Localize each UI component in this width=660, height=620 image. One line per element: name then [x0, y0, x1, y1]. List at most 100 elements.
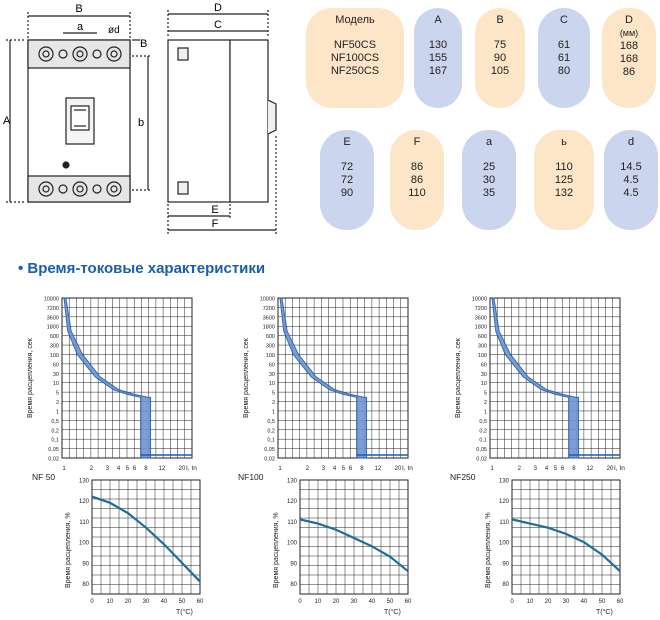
- tc-x-tick-label: 6: [561, 466, 565, 472]
- tc-y-axis-label: Время расцепления, сек: [455, 337, 462, 418]
- tc-y-tick-label: 7200: [475, 306, 487, 312]
- label-b: b: [138, 117, 144, 129]
- tc-y-tick-label: 10000: [472, 297, 487, 303]
- dimension-drawing: B a ød B A b D C E F: [3, 2, 277, 234]
- tc-x-tick-label: 6: [133, 466, 137, 472]
- tc-x-tick-label: 6: [349, 466, 353, 472]
- tc-y-tick-label: 10000: [260, 297, 275, 303]
- tc-trip-band: [279, 297, 368, 459]
- temp-x-tick-label: 40: [161, 599, 168, 605]
- tc-x-tick-label: 2: [90, 466, 94, 472]
- dim-value: 90: [340, 187, 354, 199]
- dim-value: 110: [408, 187, 426, 199]
- temp-x-axis-label: T(°C): [384, 608, 401, 616]
- dim-value: 35: [482, 187, 496, 199]
- label-D: D: [214, 2, 222, 14]
- tc-y-tick-label: 1800: [475, 325, 487, 331]
- tc-y-tick-label: 5: [56, 391, 59, 397]
- tc-y-tick-label: 10000: [44, 297, 59, 303]
- tc-y-tick-label: 0,05: [48, 447, 59, 453]
- tc-y-tick-label: 7200: [47, 306, 59, 312]
- tc-x-axis-label: I, In: [186, 465, 197, 472]
- temp-x-tick-label: 60: [405, 599, 412, 605]
- section-title: • Время-токовые характеристики: [18, 260, 266, 277]
- side-view: [167, 10, 277, 234]
- tc-y-tick-label: 30: [53, 372, 59, 378]
- dim-value: 4.5: [623, 174, 639, 186]
- tc-y-tick-label: 30: [481, 372, 487, 378]
- temp-y-axis-label: Время расцепления, %: [485, 512, 492, 588]
- tc-y-tick-label: 2: [272, 400, 275, 406]
- label-F: F: [212, 218, 219, 230]
- dim-value: 125: [554, 174, 574, 186]
- tc-y-tick-label: 300: [50, 344, 59, 350]
- tc-x-tick-label: 8: [572, 466, 576, 472]
- temp-y-tick-label: 110: [499, 520, 509, 526]
- tc-y-tick-label: 0,1: [479, 438, 487, 444]
- temp-x-tick-label: 60: [197, 599, 204, 605]
- temp-chart-model-label: NF100: [238, 472, 264, 482]
- tc-y-tick-label: 0,05: [264, 447, 275, 453]
- dim-value: NF50CS: [333, 39, 377, 51]
- temp-chart-model-label: NF 50: [32, 472, 55, 482]
- dim-value: 155: [428, 52, 448, 64]
- temp-x-tick-label: 10: [315, 599, 322, 605]
- tc-x-tick-label: 4: [545, 466, 549, 472]
- dim-value: 168: [619, 40, 639, 52]
- tc-x-tick-label: 8: [360, 466, 364, 472]
- tc-y-tick-label: 0,5: [267, 419, 275, 425]
- temp-derating-line: [299, 518, 409, 573]
- temp-y-tick-label: 100: [79, 541, 90, 547]
- label-d: ød: [108, 25, 120, 36]
- temp-y-axis-label: Время расцепления, %: [65, 512, 72, 588]
- tc-x-tick-label: 12: [587, 466, 594, 472]
- temp-y-tick-label: 80: [502, 582, 509, 588]
- tc-x-tick-label: 3: [322, 466, 326, 472]
- dim-value: 167: [428, 65, 448, 77]
- tc-x-tick-label: 1: [490, 466, 494, 472]
- temp-x-tick-label: 30: [143, 599, 150, 605]
- label-A: A: [3, 115, 11, 127]
- temp-y-tick-label: 110: [287, 520, 297, 526]
- dim-value: 14.5: [620, 161, 642, 173]
- tc-x-tick-label: 5: [126, 466, 130, 472]
- tc-x-tick-label: 8: [144, 466, 148, 472]
- tc-y-tick-label: 100: [266, 353, 275, 359]
- temp-x-tick-label: 20: [333, 599, 340, 605]
- tc-y-tick-label: 0,1: [51, 438, 59, 444]
- temp-derating-line: [511, 518, 621, 573]
- tc-y-tick-label: 0,02: [476, 457, 487, 463]
- label-B-top: B: [75, 3, 82, 15]
- temp-chart-model-label: NF250: [450, 472, 476, 482]
- dim-value: 132: [554, 187, 574, 199]
- tc-y-tick-label: 0,2: [51, 428, 59, 434]
- temp-x-tick-label: 40: [369, 599, 376, 605]
- dim-header: C: [560, 14, 568, 26]
- temp-x-tick-label: 0: [90, 599, 94, 605]
- tc-y-tick-label: 300: [478, 344, 487, 350]
- tc-y-tick-label: 600: [478, 334, 487, 340]
- dim-value: 61: [557, 39, 571, 51]
- temp-y-tick-label: 90: [290, 561, 297, 567]
- dim-header: F: [413, 136, 421, 148]
- tc-y-tick-label: 10: [53, 381, 59, 387]
- tc-y-tick-label: 10: [269, 381, 275, 387]
- temp-x-tick-label: 30: [563, 599, 570, 605]
- tc-y-tick-label: 60: [481, 362, 487, 368]
- dim-value: 72: [340, 161, 354, 173]
- tc-y-tick-label: 100: [478, 353, 487, 359]
- tc-y-tick-label: 0,02: [264, 457, 275, 463]
- temp-y-tick-label: 80: [290, 582, 297, 588]
- dim-header: E: [343, 136, 351, 148]
- tc-y-tick-label: 5: [484, 391, 487, 397]
- dim-value: 30: [482, 174, 496, 186]
- dim-value: 86: [410, 161, 424, 173]
- dim-header: Модель: [335, 14, 375, 26]
- temp-y-tick-label: 130: [499, 479, 510, 485]
- label-B-side: B: [140, 38, 147, 50]
